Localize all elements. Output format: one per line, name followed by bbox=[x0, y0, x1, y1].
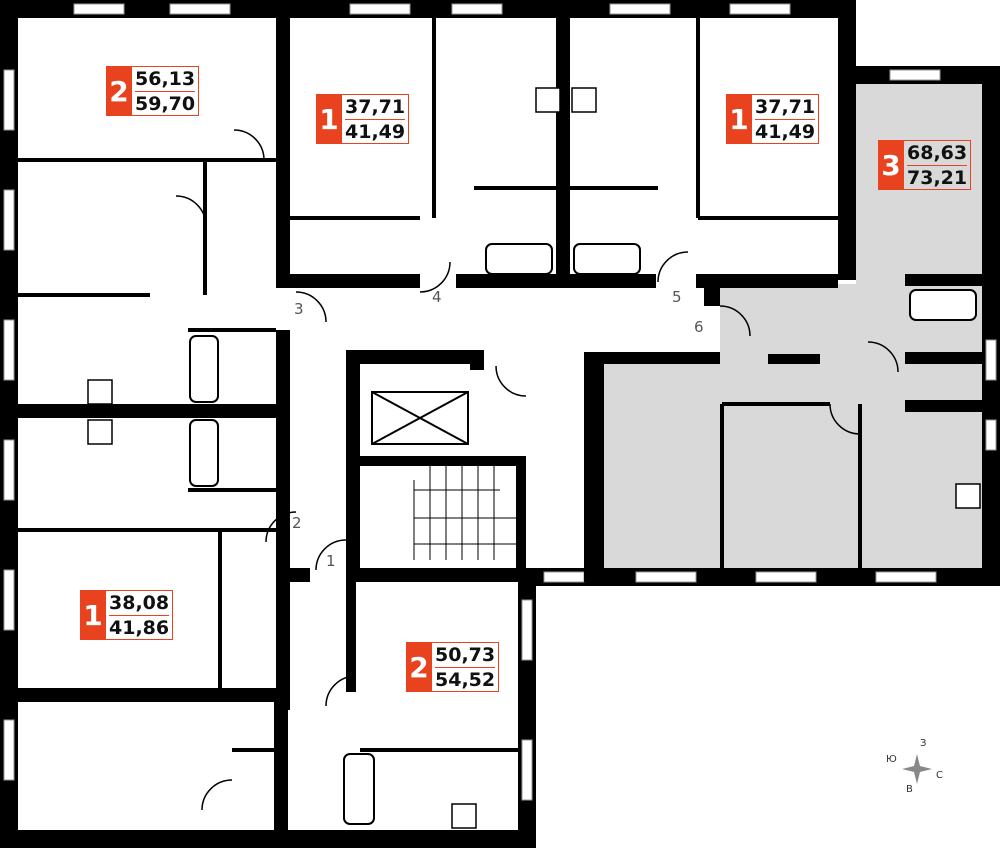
apartment-badge[interactable]: 1 37,71 41,49 bbox=[726, 94, 820, 144]
living-area: 73,21 bbox=[907, 166, 968, 189]
living-area: 41,49 bbox=[345, 120, 406, 143]
rooms-count: 3 bbox=[878, 140, 904, 190]
area-divider bbox=[907, 164, 968, 166]
total-area: 56,13 bbox=[135, 67, 196, 90]
compass: З Ю С В bbox=[884, 738, 954, 798]
compass-south: В bbox=[906, 784, 913, 795]
bathtubs bbox=[189, 243, 977, 825]
apartment-badge[interactable]: 1 38,08 41,86 bbox=[80, 590, 174, 640]
door-number: 4 bbox=[432, 288, 442, 306]
area-divider bbox=[755, 118, 816, 120]
total-area: 38,08 bbox=[109, 591, 170, 614]
compass-east: С bbox=[936, 770, 943, 781]
total-area: 37,71 bbox=[345, 95, 406, 118]
rooms-count: 1 bbox=[316, 94, 342, 144]
apartment-badge[interactable]: 2 56,13 59,70 bbox=[106, 66, 200, 116]
total-area: 50,73 bbox=[435, 643, 496, 666]
stoves bbox=[87, 87, 981, 829]
door-number: 3 bbox=[294, 300, 304, 318]
rooms-count: 2 bbox=[406, 642, 432, 692]
compass-west: Ю bbox=[886, 754, 897, 765]
area-values: 37,71 41,49 bbox=[342, 94, 410, 144]
area-values: 37,71 41,49 bbox=[752, 94, 820, 144]
area-divider bbox=[135, 90, 196, 92]
living-area: 54,52 bbox=[435, 668, 496, 691]
area-values: 50,73 54,52 bbox=[432, 642, 500, 692]
area-values: 56,13 59,70 bbox=[132, 66, 200, 116]
door-number: 2 bbox=[292, 514, 302, 532]
apartment-badge[interactable]: 3 68,63 73,21 bbox=[878, 140, 972, 190]
living-area: 59,70 bbox=[135, 92, 196, 115]
apartment-badge[interactable]: 2 50,73 54,52 bbox=[406, 642, 500, 692]
door-swings bbox=[175, 129, 899, 811]
windows bbox=[3, 3, 997, 801]
area-divider bbox=[435, 666, 496, 668]
partitions bbox=[18, 18, 862, 752]
rooms-count: 2 bbox=[106, 66, 132, 116]
area-values: 68,63 73,21 bbox=[904, 140, 972, 190]
apartment-badge[interactable]: 1 37,71 41,49 bbox=[316, 94, 410, 144]
area-divider bbox=[345, 118, 406, 120]
area-divider bbox=[109, 614, 170, 616]
door-number: 5 bbox=[672, 288, 682, 306]
living-area: 41,49 bbox=[755, 120, 816, 143]
staircase bbox=[413, 466, 516, 560]
door-number: 1 bbox=[326, 552, 336, 570]
total-area: 37,71 bbox=[755, 95, 816, 118]
compass-star-icon bbox=[902, 754, 932, 784]
area-values: 38,08 41,86 bbox=[106, 590, 174, 640]
rooms-count: 1 bbox=[726, 94, 752, 144]
rooms-count: 1 bbox=[80, 590, 106, 640]
total-area: 68,63 bbox=[907, 141, 968, 164]
door-number: 6 bbox=[694, 318, 704, 336]
living-area: 41,86 bbox=[109, 616, 170, 639]
interior-walls bbox=[18, 18, 983, 830]
elevator-shaft bbox=[371, 391, 469, 445]
compass-north: З bbox=[920, 738, 927, 749]
